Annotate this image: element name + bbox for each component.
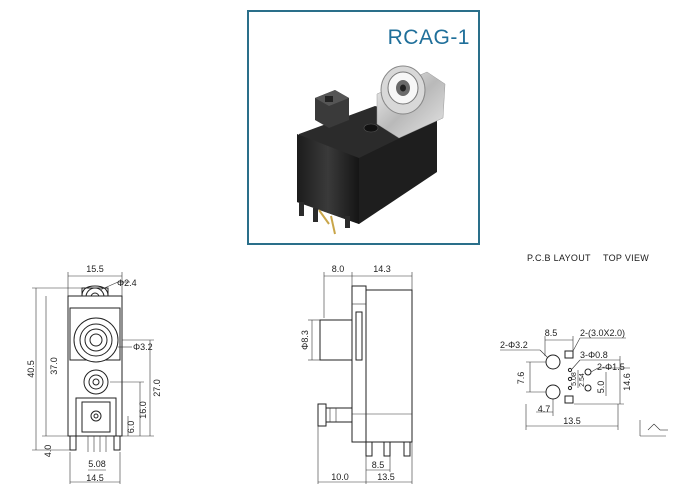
dim-top-width: 15.5 <box>86 264 104 274</box>
front-view-drawing: 15.5 Φ2.4 Φ3.2 40.5 37.0 27.0 16.0 6.0 4… <box>26 264 162 484</box>
dim-total-height: 40.5 <box>26 360 36 378</box>
pcb-dim-slots: 2-(3.0X2.0) <box>580 328 625 338</box>
pcb-dim-small-holes: 3-Φ0.8 <box>580 350 608 360</box>
dim-body-height: 37.0 <box>49 357 59 375</box>
pcb-dim-bottom-small: 4.7 <box>538 404 551 414</box>
pcb-dim-top: 8.5 <box>545 328 558 338</box>
pcb-layout-drawing: 8.5 2-(3.0X2.0) 2-Φ3.2 3-Φ0.8 2-Φ1.5 7.6… <box>500 328 632 430</box>
product-photo <box>297 65 446 235</box>
dim-mid-height: 27.0 <box>152 379 162 397</box>
pcb-dim-bottom: 13.5 <box>563 416 581 426</box>
jack-schematic-symbol <box>639 420 668 437</box>
dim-bottom-left: 10.0 <box>331 472 349 482</box>
dim-depth: 14.3 <box>373 264 391 274</box>
pcb-dim-right-b: 14.6 <box>622 373 632 391</box>
dim-pitch: 5.08 <box>88 459 106 469</box>
dim-jack: Φ3.2 <box>133 342 153 352</box>
dim-hole: Φ2.4 <box>117 278 137 288</box>
pcb-dim-right-a: 5.0 <box>596 381 606 394</box>
product-photo-frame: RCAG-1 <box>247 10 480 245</box>
pcb-view-title: TOP VIEW <box>603 253 650 263</box>
pcb-dim-big-holes: 2-Φ3.2 <box>500 340 528 350</box>
dim-pin-offset: 8.5 <box>372 460 385 470</box>
dim-pin-height: 6.0 <box>126 421 136 434</box>
pcb-dim-pin-b: 2.54 <box>579 373 586 387</box>
pcb-dim-mid-holes: 2-Φ1.5 <box>597 362 625 372</box>
dim-low-height: 16.0 <box>138 401 148 419</box>
pcb-dim-pin-a: 5.08 <box>571 372 578 386</box>
dim-base: 4.0 <box>43 445 53 458</box>
pcb-dim-left: 7.6 <box>516 372 526 385</box>
pcb-layout-title: P.C.B LAYOUT <box>527 253 591 263</box>
side-view-drawing: 8.0 14.3 Φ8.3 10.0 8.5 13.5 <box>300 264 413 484</box>
dim-front: 8.0 <box>332 264 345 274</box>
product-code: RCAG-1 <box>387 26 470 49</box>
dim-bottom-right: 13.5 <box>377 472 395 482</box>
dim-plug-dia: Φ8.3 <box>300 330 310 350</box>
dim-bottom-width: 14.5 <box>86 473 104 483</box>
